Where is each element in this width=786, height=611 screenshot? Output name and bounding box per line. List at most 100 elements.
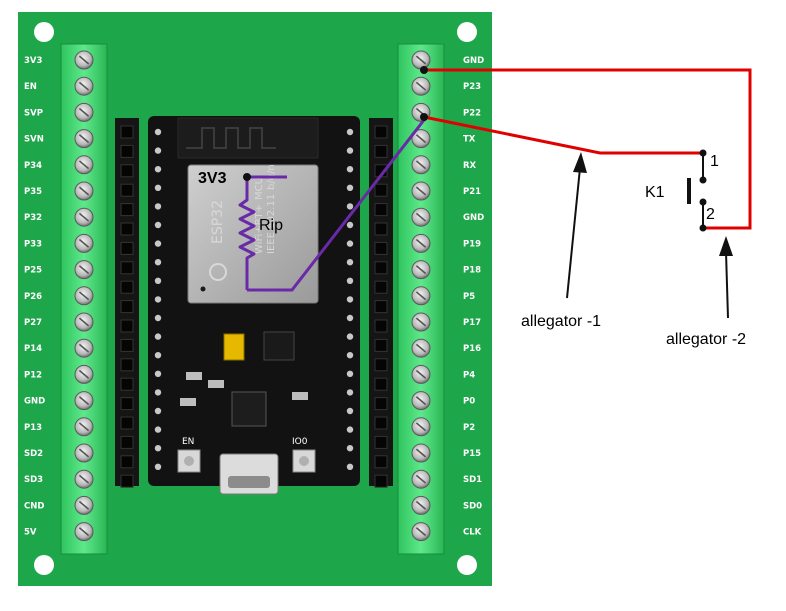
pin-label: SVP — [24, 108, 43, 118]
antenna-trace — [186, 127, 276, 149]
switch-circuit — [420, 66, 752, 232]
arrow-1-label: allegator -1 — [521, 313, 601, 330]
screw-slot — [78, 291, 90, 301]
pin-pad — [346, 314, 354, 322]
pin-label: P12 — [24, 370, 42, 380]
arrow-2-label: allegator -2 — [666, 331, 746, 348]
left-screw-terminals — [74, 50, 94, 542]
ce-mark-icon — [209, 263, 227, 281]
pin-pad — [346, 277, 354, 284]
screw-slot — [78, 160, 90, 170]
screw-slot — [415, 527, 427, 537]
pin-pad — [154, 203, 162, 210]
screw-slot — [78, 107, 90, 117]
smd-parts — [292, 392, 308, 400]
pin1-dot — [200, 286, 206, 292]
en-button-label: EN — [182, 437, 194, 447]
pin-label: P17 — [463, 318, 481, 328]
red-wire-p22 — [423, 115, 703, 155]
mounting-hole — [457, 555, 477, 575]
header-hole — [120, 435, 134, 449]
header-hole — [120, 222, 134, 236]
module-line1b: MCU — [254, 177, 265, 200]
pin-label: P5 — [463, 292, 475, 302]
regulator — [263, 331, 295, 361]
terminal-dot-p22 — [420, 113, 428, 121]
pin-pad — [346, 240, 354, 247]
pin-pad — [346, 128, 354, 136]
header-hole — [120, 474, 134, 488]
screw-slot — [415, 500, 427, 510]
switch-contact-1 — [699, 176, 707, 184]
purple-wire — [247, 119, 426, 292]
header-hole — [374, 261, 388, 275]
pin-pad — [346, 370, 354, 377]
pin-label: P4 — [463, 370, 475, 380]
pin-pad — [154, 333, 162, 340]
switch-contact-2 — [699, 198, 707, 206]
screw-slot — [415, 212, 427, 222]
header-hole — [120, 203, 134, 217]
header-hole — [374, 338, 388, 352]
pin-label: SD2 — [24, 449, 43, 459]
pin-pad — [346, 221, 354, 229]
header-hole — [120, 144, 134, 158]
pin-pad — [154, 147, 162, 154]
pin-label: P22 — [463, 108, 481, 118]
screw-slot — [415, 448, 427, 458]
pin-pad — [346, 203, 354, 210]
pin-label: RX — [463, 161, 477, 171]
pin-label: P16 — [463, 344, 481, 354]
pin-label: P0 — [463, 397, 475, 407]
contact-1-label: 1 — [710, 153, 719, 170]
esp32-shield — [187, 164, 319, 304]
pin-label: P14 — [24, 344, 42, 354]
module-line1: WiFi+BT+ — [254, 204, 265, 254]
pin-label: SD0 — [463, 501, 482, 511]
screw-slot — [415, 343, 427, 353]
pin-pad — [346, 296, 354, 303]
header-hole — [120, 300, 134, 314]
header-hole — [374, 474, 388, 488]
right-screw-terminals — [411, 50, 431, 542]
pin-label: SVN — [24, 135, 44, 145]
pin-pad — [346, 445, 354, 452]
header-hole — [374, 319, 388, 333]
screw-slot — [78, 343, 90, 353]
pin-label: P15 — [463, 449, 481, 459]
screw-slot — [78, 265, 90, 275]
resistor-label: Rip — [259, 217, 283, 234]
io0-button-cap — [299, 456, 309, 466]
header-hole — [374, 358, 388, 372]
io0-button-label: IO0 — [292, 437, 308, 447]
pin-pad — [346, 407, 354, 415]
en-button-cap — [184, 456, 194, 466]
pin-label: P35 — [24, 187, 42, 197]
pin-pad — [154, 445, 162, 452]
pin-pad — [154, 314, 162, 322]
screw-slot — [78, 527, 90, 537]
pin-pad — [154, 463, 162, 470]
mounting-hole — [457, 22, 477, 42]
arrow-2-head — [719, 236, 733, 256]
smd-parts — [180, 398, 196, 406]
screw-slot — [415, 291, 427, 301]
module-line2: IEEE 802.11 — [266, 194, 277, 254]
usb-uart-chip — [231, 391, 267, 427]
screw-slot — [78, 500, 90, 510]
screw-slot — [78, 448, 90, 458]
screw-slot — [78, 186, 90, 196]
screw-slot — [415, 474, 427, 484]
arrow-1-head — [573, 152, 587, 173]
pin-label: P26 — [24, 292, 42, 302]
screw-slot — [415, 422, 427, 432]
header-hole — [374, 416, 388, 430]
header-hole — [120, 261, 134, 275]
smd-parts — [208, 380, 224, 388]
pin-label: P25 — [24, 266, 42, 276]
header-hole — [374, 280, 388, 294]
pin-pad — [154, 389, 162, 396]
header-hole — [374, 397, 388, 411]
header-hole — [374, 203, 388, 217]
screw-slot — [415, 265, 427, 275]
